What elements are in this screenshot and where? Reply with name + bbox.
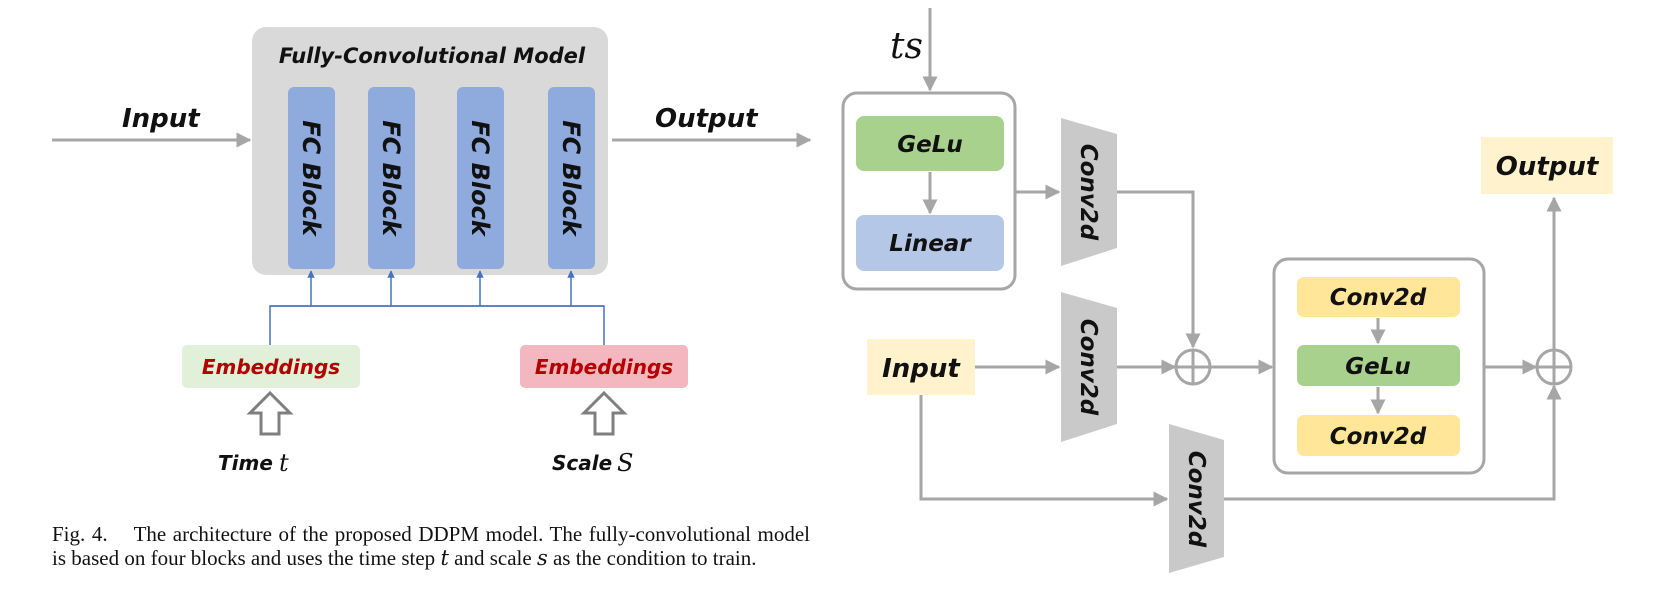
scale-up-arrow-icon (580, 390, 628, 436)
ts-linear-box (856, 215, 1004, 271)
res-conv2d-1-box (1297, 277, 1460, 317)
fc-block-3-label: FC Block (466, 120, 494, 238)
sum-node-1 (1174, 348, 1212, 386)
scale-label: Scale (552, 451, 612, 475)
fc-block-2-label: FC Block (377, 120, 405, 238)
res-conv2d-2-box (1297, 415, 1460, 456)
scale-embeddings-box (520, 345, 688, 388)
ts-conv2d-label: Conv2d (1075, 144, 1101, 241)
fc-block-3 (457, 87, 504, 269)
input-conv2d-block (1061, 292, 1117, 442)
ts-label: ts (890, 26, 923, 67)
res-conv2d-2-label: Conv2d (1330, 424, 1427, 450)
fc-block-4 (548, 87, 595, 269)
ts-conv-to-sum-arrow (1117, 190, 1201, 349)
left-diagram: Fully-Convolutional Model Input Output F… (52, 27, 812, 477)
caption-text-2: and scale (454, 546, 532, 570)
skip-input-arrow (919, 395, 1169, 507)
fc-model-title: Fully-Convolutional Model (279, 44, 586, 68)
caption-text-3: as the condition to train. (552, 546, 757, 570)
skip-conv2d-block (1169, 424, 1224, 573)
scale-embeddings-label: Embeddings (535, 355, 673, 379)
ts-conv2d-block (1061, 118, 1117, 266)
res-gelu-label: GeLu (1345, 354, 1411, 380)
time-embeddings-box (182, 345, 360, 388)
res-gelu-box (1297, 345, 1460, 386)
caption-symbol-t: t (440, 546, 449, 570)
fc-block-4-label: FC Block (557, 120, 585, 238)
fc-block-1 (288, 87, 335, 269)
right-output-label: Output (1496, 152, 1600, 182)
ts-gelu-box (856, 116, 1004, 171)
right-output-box (1481, 137, 1613, 194)
right-diagram: ts GeLu Linear Conv2d Input Conv2d (841, 8, 1613, 573)
left-output-label: Output (655, 104, 759, 134)
caption-prefix: Fig. 4. (52, 522, 108, 546)
input-conv2d-label: Conv2d (1075, 319, 1101, 416)
sum-node-2 (1535, 348, 1573, 386)
res-conv2d-1-label: Conv2d (1330, 285, 1427, 311)
fc-model-container (252, 27, 608, 275)
ts-gelu-label: GeLu (897, 132, 963, 158)
figure-caption: Fig. 4. The architecture of the proposed… (52, 522, 810, 570)
fc-block-2 (368, 87, 415, 269)
right-input-box (867, 339, 975, 395)
left-input-label: Input (122, 104, 201, 134)
fc-block-1-label: FC Block (297, 120, 325, 238)
time-symbol: t (279, 449, 289, 477)
right-input-label: Input (882, 354, 961, 384)
ts-linear-label: Linear (889, 231, 972, 257)
skip-to-sum2-arrow (1224, 384, 1562, 501)
condition-lines (269, 270, 605, 345)
time-label: Time (218, 451, 273, 475)
caption-symbol-s: s (536, 546, 548, 570)
time-up-arrow-icon (246, 390, 294, 436)
scale-symbol: S (617, 449, 633, 477)
skip-conv2d-label: Conv2d (1183, 451, 1209, 548)
caption-text-1: The architecture of the proposed DDPM mo… (52, 522, 810, 570)
time-embeddings-label: Embeddings (202, 355, 340, 379)
